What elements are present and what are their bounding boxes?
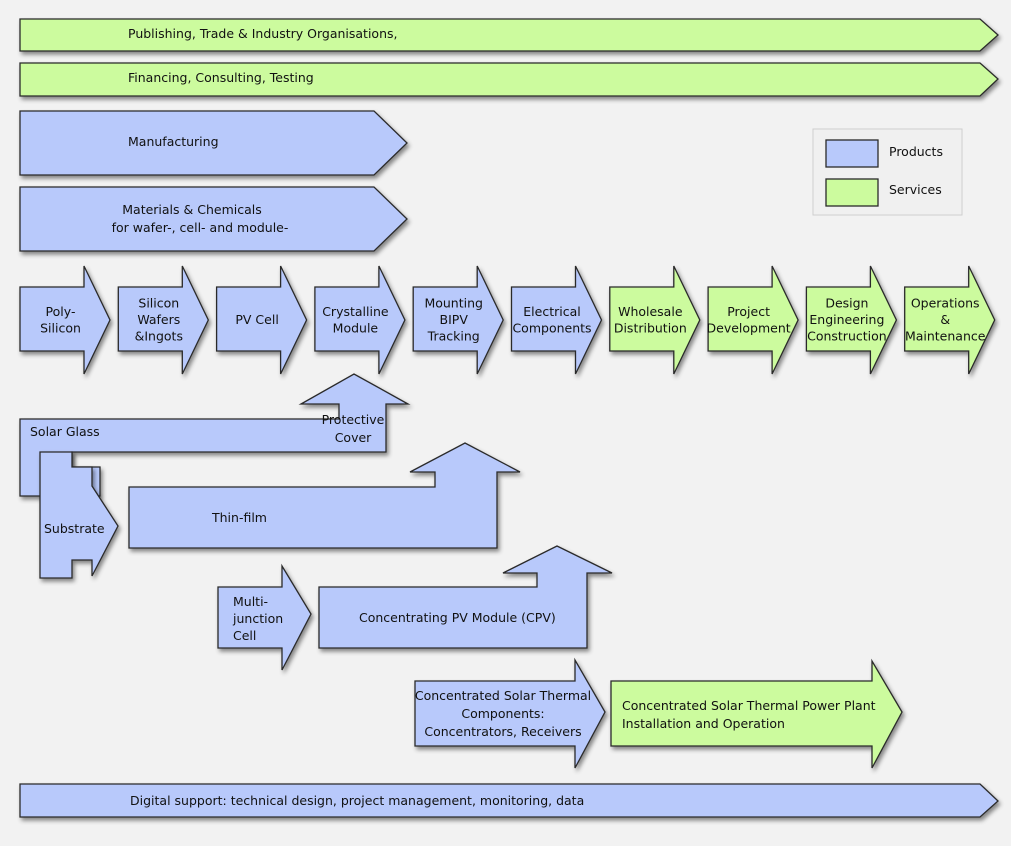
- chain-step-poly-silicon-line-1: Poly-: [46, 304, 76, 319]
- chain-step-wholesale-line-2: Distribution: [614, 320, 687, 335]
- legend-services-label: Services: [889, 182, 942, 197]
- multi-junction-arrow: Multi- junction Cell: [217, 563, 312, 671]
- multi-junction-line-1: Multi-: [233, 594, 268, 609]
- chain-step-design-engineering-line-3: Construction: [807, 329, 887, 344]
- chain-step-silicon-wafers-line-3: &Ingots: [135, 329, 183, 344]
- cst-plant-line-1: Concentrated Solar Thermal Power Plant: [622, 698, 876, 713]
- cst-plant-arrow: Concentrated Solar Thermal Power Plant I…: [610, 658, 903, 769]
- band-manufacturing-label: Manufacturing: [128, 134, 219, 149]
- chain-step-operations-shape: [904, 265, 996, 375]
- chain-step-wholesale-shape: [609, 265, 701, 375]
- band-financing-label: Financing, Consulting, Testing: [128, 70, 314, 85]
- solar-glass-label: Solar Glass: [30, 424, 100, 439]
- chain-step-poly-silicon-line-2: Silicon: [40, 320, 81, 335]
- chain-step-crystalline-module-line-2: Module: [333, 320, 379, 335]
- multi-junction-line-3: Cell: [233, 628, 256, 643]
- chain-step-poly-silicon-shape: [19, 265, 111, 375]
- chain-step-electrical-shape: [510, 265, 603, 375]
- chain-step-design-engineering-line-1: Design: [825, 296, 868, 311]
- band-materials-line-1: Materials & Chemicals: [122, 202, 262, 217]
- chain-step-mounting-line-2: BIPV: [440, 312, 469, 327]
- band-publishing-label: Publishing, Trade & Industry Organisatio…: [128, 26, 398, 41]
- band-manufacturing: Manufacturing: [19, 110, 408, 176]
- chain-step-crystalline-module-line-1: Crystalline: [322, 304, 389, 319]
- chain-step-design-engineering-shape: [805, 265, 898, 375]
- chain-step-pv-cell-shape: [215, 265, 308, 375]
- chain-step-mounting-line-1: Mounting: [424, 296, 483, 311]
- chain-step-electrical-line-2: Components: [512, 320, 591, 335]
- solar-glass-arrow: Solar Glass Protective Cover: [19, 373, 411, 497]
- chain-step-operations-line-3: Maintenance: [905, 329, 986, 344]
- legend-services-swatch: [825, 178, 879, 207]
- legend-products-label: Products: [889, 144, 943, 159]
- band-materials: Materials & Chemicals for wafer-, cell- …: [19, 186, 408, 252]
- cst-components-line-1: Concentrated Solar Thermal: [415, 688, 591, 703]
- chain-step-design-engineering-line-2: Engineering: [809, 312, 884, 327]
- chain-step-silicon-wafers-line-2: Wafers: [137, 312, 180, 327]
- cst-plant-line-2: Installation and Operation: [622, 716, 785, 731]
- legend: Products Services: [812, 128, 963, 216]
- band-publishing: Publishing, Trade & Industry Organisatio…: [19, 18, 999, 52]
- chain-step-mounting-shape: [412, 265, 504, 375]
- chain-step-crystalline-module-shape: [314, 265, 406, 375]
- protective-cover-line-1: Protective: [322, 412, 385, 427]
- band-digital: Digital support: technical design, proje…: [19, 783, 999, 818]
- chain-step-project-development-shape: [707, 265, 799, 375]
- chain-step-pv-cell: PV Cell: [215, 265, 308, 375]
- chain-step-operations-line-1: Operations: [911, 296, 980, 311]
- protective-cover-line-2: Cover: [335, 430, 372, 445]
- cpv-label: Concentrating PV Module (CPV): [359, 610, 556, 625]
- band-materials-line-2: for wafer-, cell- and module-: [112, 220, 289, 235]
- cst-components-line-2: Components:: [461, 706, 544, 721]
- band-financing: Financing, Consulting, Testing: [19, 62, 999, 97]
- chain-step-electrical-line-1: Electrical: [523, 304, 580, 319]
- thin-film-label: Thin-film: [211, 510, 267, 525]
- chain-step-pv-cell-line-1: PV Cell: [235, 312, 278, 327]
- chain-step-poly-silicon: Poly-Silicon: [19, 265, 111, 375]
- chain-step-project-development-line-1: Project: [727, 304, 770, 319]
- chain-step-wholesale-line-1: Wholesale: [618, 304, 683, 319]
- chain-step-project-development-line-2: Development: [707, 320, 791, 335]
- multi-junction-line-2: junction: [232, 611, 283, 626]
- cst-components-line-3: Concentrators, Receivers: [424, 724, 581, 739]
- substrate-label: Substrate: [44, 521, 105, 536]
- cst-components-arrow: Concentrated Solar Thermal Components: C…: [414, 657, 606, 769]
- chain-step-mounting-line-3: Tracking: [427, 329, 480, 344]
- chain-step-operations-line-2: &: [940, 312, 950, 327]
- band-digital-label: Digital support: technical design, proje…: [130, 793, 584, 808]
- chain-step-operations: Operations& Maintenance: [904, 265, 996, 375]
- substrate-arrow: Substrate: [39, 451, 119, 579]
- legend-products-swatch: [825, 139, 879, 168]
- chain-step-silicon-wafers-line-1: Silicon: [138, 296, 179, 311]
- thin-film-arrow: Thin-film: [128, 442, 521, 549]
- chain-step-silicon-wafers-shape: [117, 265, 210, 375]
- cpv-arrow: Concentrating PV Module (CPV): [318, 545, 613, 649]
